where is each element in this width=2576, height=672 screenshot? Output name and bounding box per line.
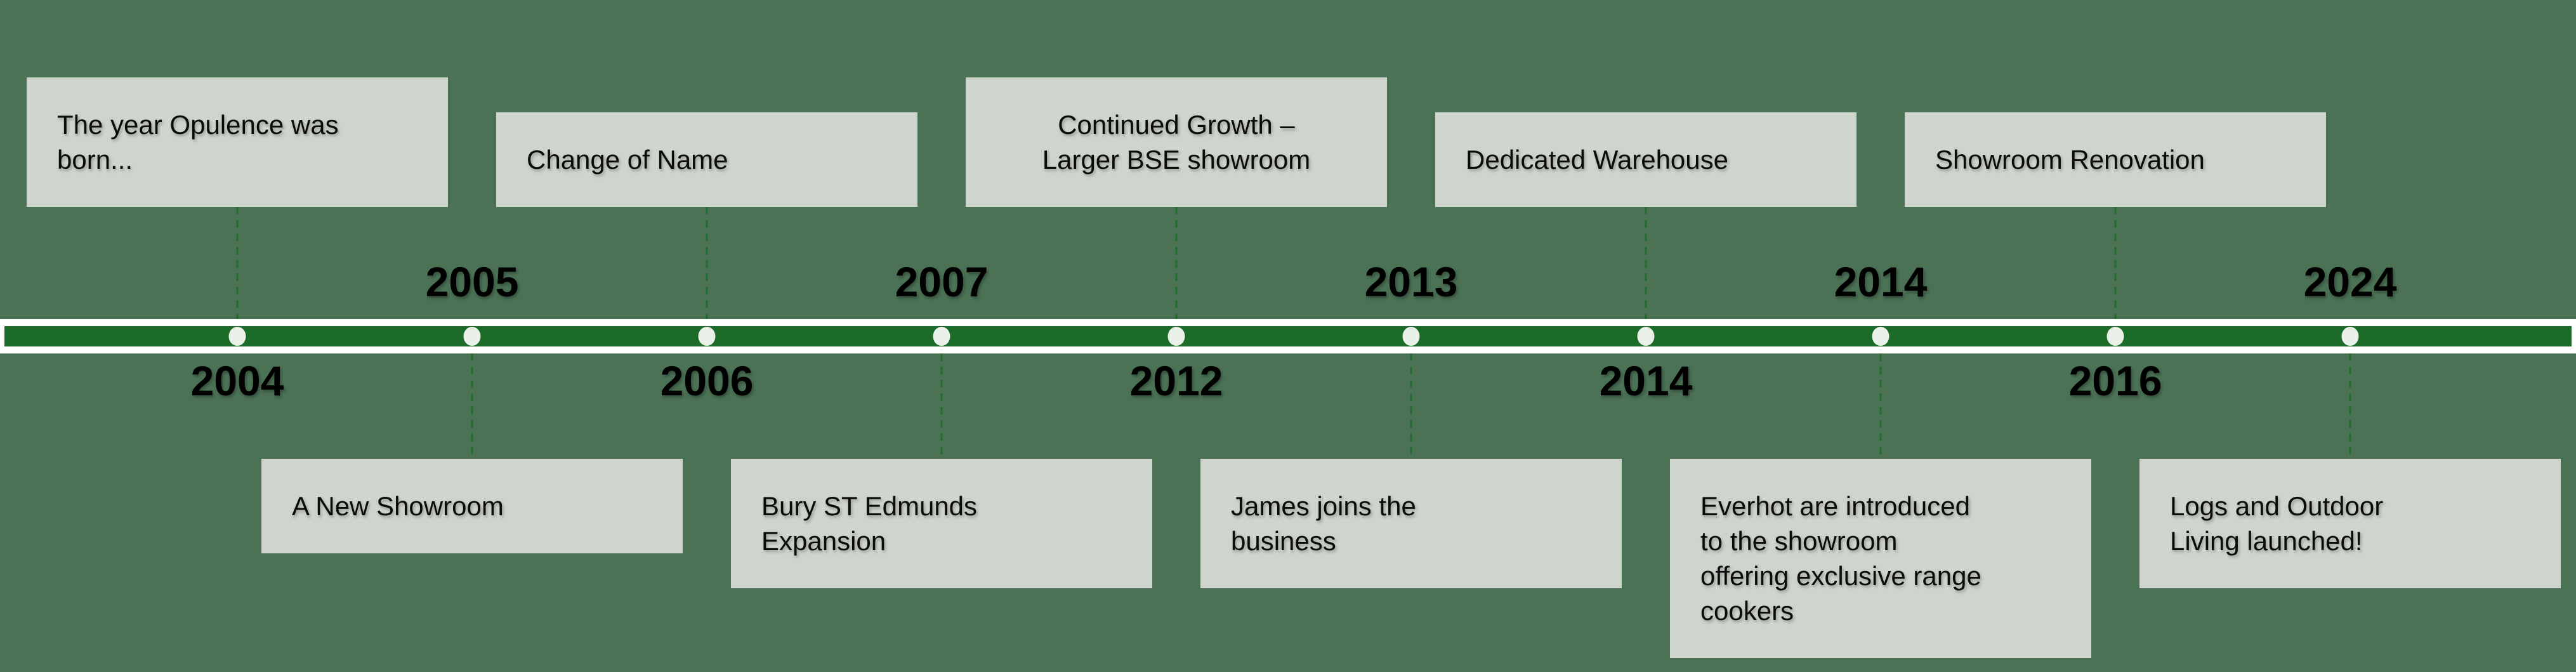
event-title: Continued Growth – Larger BSE showroom [1042,110,1311,175]
year-label: 2006 [660,357,754,404]
event-card: Everhot are introduced to the showroom o… [1670,459,2091,658]
timeline-bar-outline [0,319,2576,353]
event-card: Bury ST Edmunds Expansion [731,459,1152,588]
event-card: Showroom Renovation [1905,112,2326,207]
timeline-dot [463,327,481,346]
connector-dashed-line [940,353,943,459]
event-card: Continued Growth – Larger BSE showroom [966,77,1387,207]
event-title: The year Opulence was born... [57,110,339,175]
timeline-dot [698,327,716,346]
event-title: Dedicated Warehouse [1466,145,1729,175]
event-title: A New Showroom [292,491,504,521]
year-label: 2005 [425,258,519,305]
event-title: Logs and Outdoor Living launched! [2170,491,2384,556]
timeline-bar [4,326,2572,346]
connector-dashed-line [236,207,239,319]
connector-dashed-line [1645,207,1647,319]
connector-dashed-line [471,353,473,459]
connector-dashed-line [1879,353,1882,459]
year-label: 2013 [1364,258,1458,305]
timeline-dot [228,327,246,346]
event-title: Showroom Renovation [1935,145,2205,175]
event-title: James joins the business [1231,491,1416,556]
timeline-dot [1637,327,1655,346]
timeline-dot [2341,327,2359,346]
year-label: 2007 [895,258,989,305]
year-label: 2012 [1129,357,1223,404]
event-card: Logs and Outdoor Living launched! [2139,459,2561,588]
year-label: 2024 [2303,258,2397,305]
event-title: Everhot are introduced to the showroom o… [1700,491,1981,626]
timeline-dot [933,327,950,346]
event-card: Dedicated Warehouse [1435,112,1856,207]
event-card: A New Showroom [261,459,683,553]
connector-dashed-line [2349,353,2351,459]
event-card: The year Opulence was born... [27,77,448,207]
year-label: 2014 [1834,258,1928,305]
timeline-dot [1402,327,1420,346]
connector-dashed-line [706,207,708,319]
year-label: 2016 [2068,357,2162,404]
event-card: James joins the business [1200,459,1622,588]
timeline-dot [2106,327,2124,346]
timeline-dot [1872,327,1889,346]
event-title: Change of Name [527,145,728,175]
connector-dashed-line [2114,207,2117,319]
event-title: Bury ST Edmunds Expansion [761,491,978,556]
timeline-dot [1167,327,1185,346]
year-label: 2004 [190,357,284,404]
event-card: Change of Name [496,112,917,207]
year-label: 2014 [1599,357,1693,404]
connector-dashed-line [1410,353,1412,459]
connector-dashed-line [1175,207,1178,319]
